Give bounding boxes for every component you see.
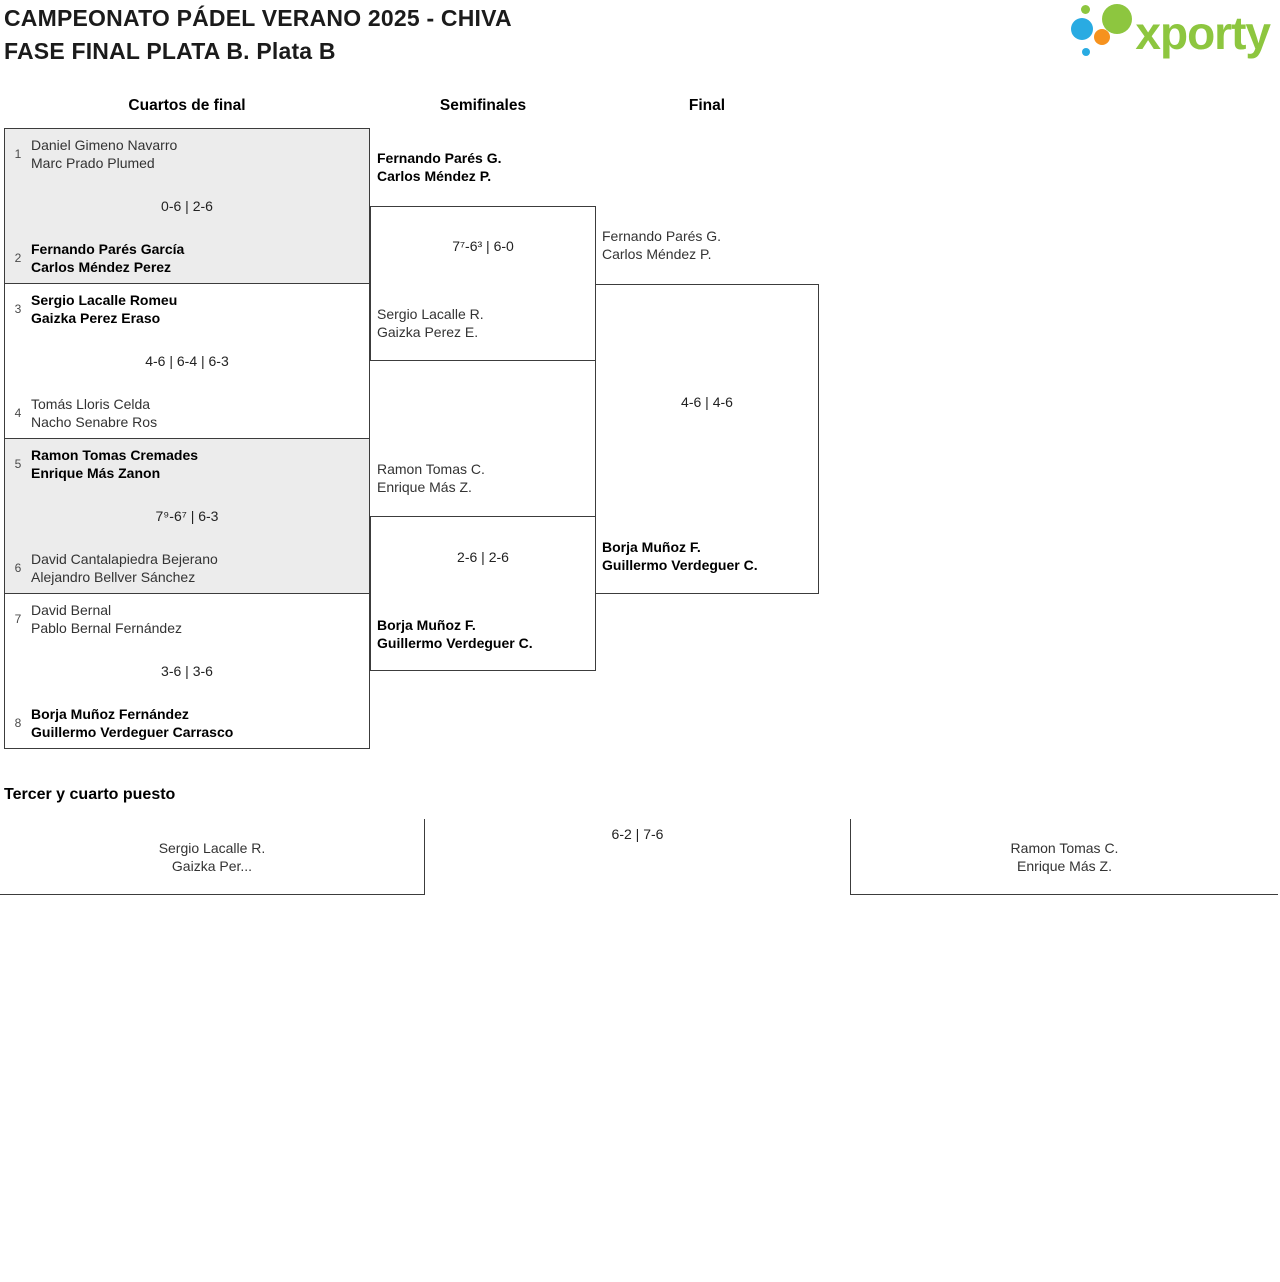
xporty-logo[interactable]: xporty [1071, 2, 1271, 64]
match-score: 4-6 | 6-4 | 6-3 [145, 353, 229, 369]
team-entry: 7 David Bernal Pablo Bernal Fernández [5, 601, 369, 637]
player-name: Ramon Tomas C. [377, 461, 485, 477]
seed-number: 7 [14, 612, 22, 626]
team-entry: 3 Sergio Lacalle Romeu Gaizka Perez Eras… [5, 291, 369, 327]
player-name: Ramon Tomas Cremades [31, 447, 199, 463]
logo-dot-orange [1094, 29, 1111, 45]
semifinal2-score: 2-6 | 2-6 [457, 549, 509, 565]
third-place-team-right[interactable]: Ramon Tomas C. Enrique Más Z. [850, 819, 1278, 895]
player-name: Sergio Lacalle Romeu [31, 292, 178, 308]
quarterfinal-match-2[interactable]: 3 Sergio Lacalle Romeu Gaizka Perez Eras… [4, 283, 370, 439]
team-entry: 4 Tomás Lloris Celda Nacho Senabre Ros [5, 395, 369, 431]
semifinal-match-1[interactable] [370, 206, 596, 361]
final-score: 4-6 | 4-6 [681, 394, 733, 410]
final-team-top: Fernando Parés G. Carlos Méndez P. [602, 227, 721, 263]
logo-dot-green-small [1081, 5, 1091, 14]
quarterfinals-column: 1 Daniel Gimeno Navarro Marc Prado Plume… [4, 128, 370, 749]
tournament-name: CAMPEONATO PÁDEL VERANO 2025 - CHIVA [4, 5, 512, 31]
quarterfinal-match-1[interactable]: 1 Daniel Gimeno Navarro Marc Prado Plume… [4, 128, 370, 284]
xporty-wordmark: xporty [1135, 7, 1271, 59]
third-place-heading: Tercer y cuarto puesto [4, 786, 176, 803]
player-name: Nacho Senabre Ros [31, 414, 158, 430]
logo-dot-blue-small [1082, 48, 1091, 56]
team-names: David Bernal Pablo Bernal Fernández [31, 601, 182, 637]
quarterfinal-match-3[interactable]: 5 Ramon Tomas Cremades Enrique Más Zanon… [4, 438, 370, 594]
player-name: Ramon Tomas C. [1010, 840, 1119, 856]
player-name: Fernando Parés García [31, 241, 185, 257]
player-name: Guillermo Verdeguer C. [377, 635, 533, 651]
player-name: Enrique Más Z. [377, 479, 472, 495]
third-place-score: 6-2 | 7-6 [611, 826, 664, 842]
semifinal1-team-bottom: Sergio Lacalle R. Gaizka Perez E. [377, 305, 484, 341]
final-team-bottom: Borja Muñoz F. Guillermo Verdeguer C. [602, 538, 758, 574]
phase-name: FASE FINAL PLATA B. Plata B [4, 38, 336, 64]
player-name: David Cantalapiedra Bejerano [31, 551, 218, 567]
player-name: Gaizka Perez E. [377, 324, 479, 340]
semifinal2-team-top: Ramon Tomas C. Enrique Más Z. [377, 460, 485, 496]
player-name: Borja Muñoz F. [377, 617, 476, 633]
team-entry: 8 Borja Muñoz Fernández Guillermo Verdeg… [5, 705, 369, 741]
match-score: 0-6 | 2-6 [161, 198, 213, 214]
seed-number: 3 [14, 302, 22, 316]
player-name: Guillermo Verdeguer C. [602, 557, 758, 573]
player-name: Tomás Lloris Celda [31, 396, 151, 412]
player-name: Gaizka Perez Eraso [31, 310, 161, 326]
player-name: Carlos Méndez P. [602, 246, 712, 262]
logo-dot-blue [1071, 18, 1094, 40]
team-names: Daniel Gimeno Navarro Marc Prado Plumed [31, 136, 177, 172]
player-name: Borja Muñoz Fernández [31, 706, 189, 722]
round-header-final: Final [688, 97, 726, 114]
round-header-semifinals: Semifinales [439, 97, 527, 114]
player-name: Enrique Más Zanon [31, 465, 161, 481]
match-score: 3-6 | 3-6 [161, 663, 213, 679]
seed-number: 8 [14, 716, 22, 730]
team-entry: 2 Fernando Parés García Carlos Méndez Pe… [5, 240, 369, 276]
seed-number: 4 [14, 406, 22, 420]
team-names: Ramon Tomas Cremades Enrique Más Zanon [31, 446, 198, 482]
player-name: Guillermo Verdeguer Carrasco [31, 724, 234, 740]
page-title: CAMPEONATO PÁDEL VERANO 2025 - CHIVA FAS… [4, 2, 512, 68]
player-name: Carlos Méndez Perez [31, 259, 172, 275]
team-entry: 1 Daniel Gimeno Navarro Marc Prado Plume… [5, 136, 369, 172]
player-name: Fernando Parés G. [377, 150, 502, 166]
logo-dot-green-big [1102, 4, 1133, 34]
player-name: David Bernal [31, 602, 112, 618]
seed-number: 5 [14, 457, 22, 471]
team-names: Tomás Lloris Celda Nacho Senabre Ros [31, 395, 157, 431]
team-names: Sergio Lacalle Romeu Gaizka Perez Eraso [31, 291, 177, 327]
player-name: Sergio Lacalle R. [158, 840, 266, 856]
xporty-logo-mark-icon [1071, 2, 1135, 64]
player-name: Daniel Gimeno Navarro [31, 137, 178, 153]
player-name: Fernando Parés G. [602, 228, 722, 244]
player-name: Alejandro Bellver Sánchez [31, 569, 196, 585]
quarterfinal-match-4[interactable]: 7 David Bernal Pablo Bernal Fernández 3-… [4, 593, 370, 749]
seed-number: 2 [14, 251, 22, 265]
team-entry: 5 Ramon Tomas Cremades Enrique Más Zanon [5, 446, 369, 482]
team-names: Borja Muñoz Fernández Guillermo Verdegue… [31, 705, 233, 741]
semifinal1-score: 7⁷-6³ | 6-0 [452, 238, 514, 254]
player-name: Pablo Bernal Fernández [31, 620, 182, 636]
final-match[interactable] [595, 284, 819, 594]
player-name: Carlos Méndez P. [377, 168, 492, 184]
third-place-team-left[interactable]: Sergio Lacalle R. Gaizka Per... [0, 819, 425, 895]
match-score: 7⁹-6⁷ | 6-3 [155, 508, 219, 524]
player-name: Gaizka Per... [171, 858, 253, 874]
player-name: Sergio Lacalle R. [377, 306, 484, 322]
round-header-quarterfinals: Cuartos de final [128, 97, 246, 114]
team-entry: 6 David Cantalapiedra Bejerano Alejandro… [5, 550, 369, 586]
team-names: David Cantalapiedra Bejerano Alejandro B… [31, 550, 218, 586]
player-name: Marc Prado Plumed [31, 155, 155, 171]
player-name: Enrique Más Z. [1017, 858, 1112, 874]
seed-number: 6 [14, 561, 22, 575]
semifinal2-team-bottom: Borja Muñoz F. Guillermo Verdeguer C. [377, 616, 533, 652]
player-name: Borja Muñoz F. [602, 539, 701, 555]
team-names: Fernando Parés García Carlos Méndez Pere… [31, 240, 184, 276]
seed-number: 1 [14, 147, 22, 161]
semifinal1-team-top: Fernando Parés G. Carlos Méndez P. [377, 149, 501, 185]
